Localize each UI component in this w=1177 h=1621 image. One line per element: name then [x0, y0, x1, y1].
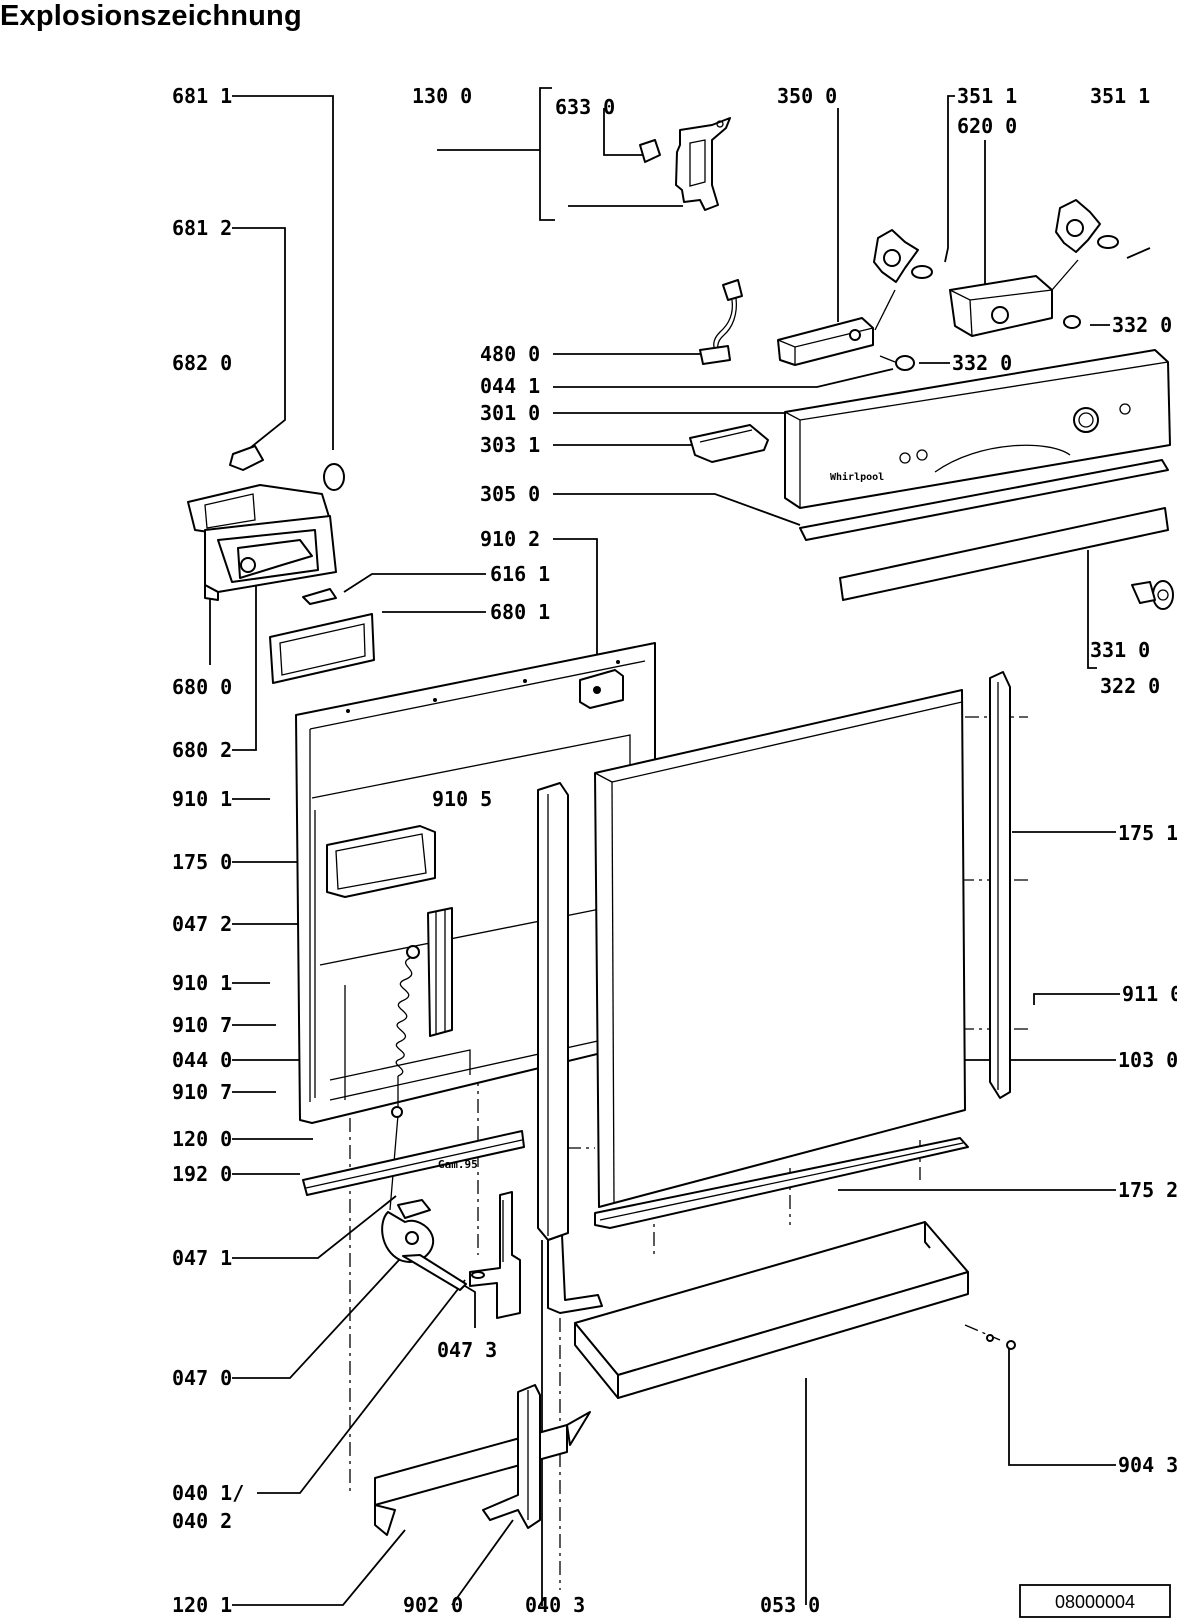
bottom-trim-strip — [594, 1137, 969, 1229]
page-title: Explosionszeichnung — [0, 0, 302, 32]
drawing-reference-number: 08000004 — [1055, 1592, 1135, 1612]
part-label: 680 0 — [172, 675, 232, 699]
part-label: 305 0 — [480, 482, 540, 506]
hinge-bracket — [469, 1191, 521, 1319]
leader-lines — [209, 87, 1151, 1606]
part-label: 053 0 — [760, 1593, 820, 1617]
part-label: 120 0 — [172, 1127, 232, 1151]
drawing-reference-box: 08000004 — [1019, 1584, 1171, 1618]
hinge-block-upper — [579, 669, 624, 709]
part-label: 047 0 — [172, 1366, 232, 1390]
lower-rail — [374, 1411, 591, 1536]
part-label: 620 0 — [957, 114, 1017, 138]
part-label: 680 1 — [490, 600, 550, 624]
part-label: 044 0 — [172, 1048, 232, 1072]
rotary-encoder-left — [873, 229, 933, 331]
part-label: 040 1/ — [172, 1481, 244, 1505]
lower-sill-strip: Gam.95 — [302, 1130, 525, 1196]
dispenser-opening — [326, 825, 436, 898]
part-label: 910 5 — [432, 787, 492, 811]
rotary-encoder-right — [1051, 199, 1119, 291]
part-label: 616 1 — [490, 562, 550, 586]
part-label: 047 3 — [437, 1338, 497, 1362]
wiring-harness — [699, 279, 743, 365]
part-label: 350 0 — [777, 84, 837, 108]
part-label: 910 7 — [172, 1013, 232, 1037]
part-label: 332 0 — [952, 351, 1012, 375]
inner-hinge-channel — [427, 907, 453, 1037]
part-label: 910 7 — [172, 1080, 232, 1104]
brand-logo-text: Whirlpool — [830, 471, 884, 483]
support-bracket — [482, 1384, 541, 1529]
part-label: 103 0 — [1118, 1048, 1177, 1072]
part-label: 682 0 — [172, 351, 232, 375]
part-label: 331 0 — [1090, 638, 1150, 662]
button-label-panel — [839, 507, 1169, 601]
part-label: 047 2 — [172, 912, 232, 936]
side-trim-right — [989, 671, 1011, 1099]
part-label: 351 1 — [1090, 84, 1150, 108]
hinge-arm — [381, 1199, 467, 1291]
part-label: 681 1 — [172, 84, 232, 108]
part-label: 175 0 — [172, 850, 232, 874]
part-label: 910 1 — [172, 787, 232, 811]
part-label: 680 2 — [172, 738, 232, 762]
gasket-marking: Gam.95 — [438, 1158, 478, 1171]
side-trim-left — [537, 782, 569, 1241]
fascia-trim-strip — [799, 459, 1169, 541]
programme-selector-module — [949, 275, 1081, 337]
part-label: 910 1 — [172, 971, 232, 995]
part-label: 175 1 — [1118, 821, 1177, 845]
control-module — [777, 317, 874, 366]
part-label: 904 3 — [1118, 1453, 1177, 1477]
part-label: 911 0 — [1122, 982, 1177, 1006]
part-label: 192 0 — [172, 1162, 232, 1186]
part-number-labels: 681 1 681 2 682 0 130 0 633 0 350 0 351 … — [172, 84, 1177, 1617]
part-label: 322 0 — [1100, 674, 1160, 698]
part-label: 120 1 — [172, 1593, 232, 1617]
outer-door-panel — [594, 689, 966, 1208]
part-label: 040 2 — [172, 1509, 232, 1533]
part-label: 044 1 — [480, 374, 540, 398]
part-label: 303 1 — [480, 433, 540, 457]
part-label: 301 0 — [480, 401, 540, 425]
door-handle — [689, 424, 769, 463]
spacer-sleeve — [879, 355, 915, 371]
part-label: 175 2 — [1118, 1178, 1177, 1202]
control-panel-fascia: Whirlpool — [784, 349, 1171, 509]
door-latch-assembly — [639, 117, 731, 211]
door-spring — [389, 945, 420, 1211]
base-bracket — [547, 1234, 603, 1314]
part-label: 910 2 — [480, 527, 540, 551]
part-label: 040 3 — [525, 1593, 585, 1617]
kick-plate — [574, 1221, 1016, 1399]
part-label: 633 0 — [555, 95, 615, 119]
part-label: 902 0 — [403, 1593, 463, 1617]
detergent-dispenser — [187, 445, 375, 684]
part-label: 047 1 — [172, 1246, 232, 1270]
part-label: 351 1 — [957, 84, 1017, 108]
part-label: 130 0 — [412, 84, 472, 108]
part-label: 681 2 — [172, 216, 232, 240]
part-label: 480 0 — [480, 342, 540, 366]
part-label: 332 0 — [1112, 313, 1172, 337]
selector-knob — [1131, 580, 1174, 610]
